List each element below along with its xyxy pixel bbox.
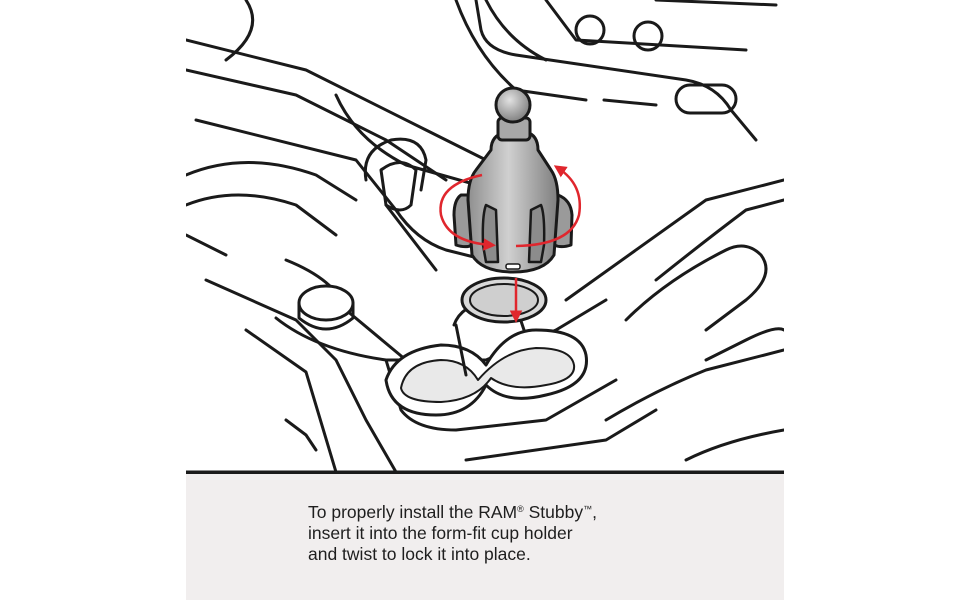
console-illustration — [186, 0, 784, 472]
instruction-caption: To properly install the RAM® Stubby™, in… — [308, 502, 597, 565]
product-instruction-panel: To properly install the RAM® Stubby™, in… — [186, 0, 784, 600]
trademark-mark: ™ — [583, 504, 593, 514]
control-panel — [474, 0, 778, 142]
caption-line-1-suffix: , — [592, 502, 597, 522]
right-trim — [564, 178, 784, 462]
caption-line-1-middle: Stubby — [523, 502, 584, 522]
registered-mark: ® — [517, 504, 524, 514]
cup-holder — [384, 276, 588, 417]
round-knob — [297, 284, 355, 331]
caption-line-1: To properly install the RAM® Stubby™, — [308, 502, 597, 523]
left-console — [194, 118, 488, 472]
dashboard-outline — [186, 0, 588, 257]
ram-stubby-mount — [452, 86, 574, 274]
caption-line-3: and twist to lock it into place. — [308, 544, 531, 564]
caption-line-1-prefix: To properly install the RAM — [308, 502, 518, 522]
caption-line-2: insert it into the form-fit cup holder — [308, 523, 573, 543]
rotation-arrow-icon — [439, 165, 582, 251]
caption-band: To properly install the RAM® Stubby™, in… — [186, 472, 784, 600]
